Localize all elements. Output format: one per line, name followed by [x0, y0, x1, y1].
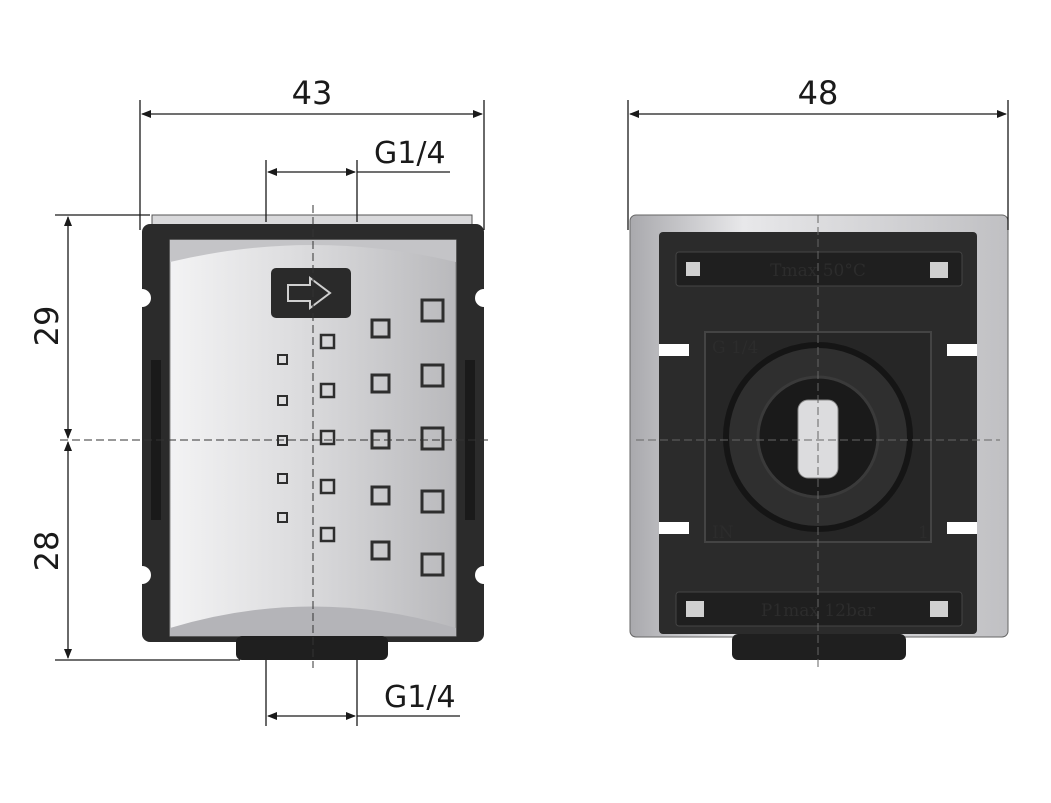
in-label: IN — [712, 523, 734, 543]
tmax-right-square — [930, 262, 948, 278]
dimension-side-width: 48 — [798, 74, 839, 112]
flow-arrow-badge — [271, 268, 351, 318]
side-view: Tmax 50°C P1max 12bar G 1/4 IN 1 — [629, 214, 1009, 668]
dimension-bottom-port: G1/4 — [384, 680, 456, 715]
p1max-strip — [675, 591, 963, 627]
indicator-squares — [277, 298, 445, 577]
front-bottom-port — [236, 636, 388, 660]
side-bottom-port — [732, 634, 906, 660]
dimension-front-width: 43 — [292, 74, 333, 112]
front-bottom-band — [170, 606, 456, 636]
front-top-band — [170, 240, 456, 262]
tmax-strip — [675, 251, 963, 287]
flow-arrow-icon — [287, 276, 332, 310]
dimension-lower-height: 28 — [28, 531, 66, 572]
dimension-top-port: G1/4 — [374, 136, 446, 171]
dimension-upper-height: 29 — [28, 306, 66, 347]
p1max-right-square — [930, 601, 948, 617]
port-size-label: G 1/4 — [712, 338, 758, 358]
front-side-notches — [133, 289, 493, 584]
p1max-left-square — [686, 601, 704, 617]
tmax-left-square — [686, 262, 700, 276]
side-clips — [659, 344, 977, 534]
front-view — [60, 205, 493, 668]
dimension-lines — [55, 100, 1009, 726]
out-label: 1 — [918, 523, 929, 543]
